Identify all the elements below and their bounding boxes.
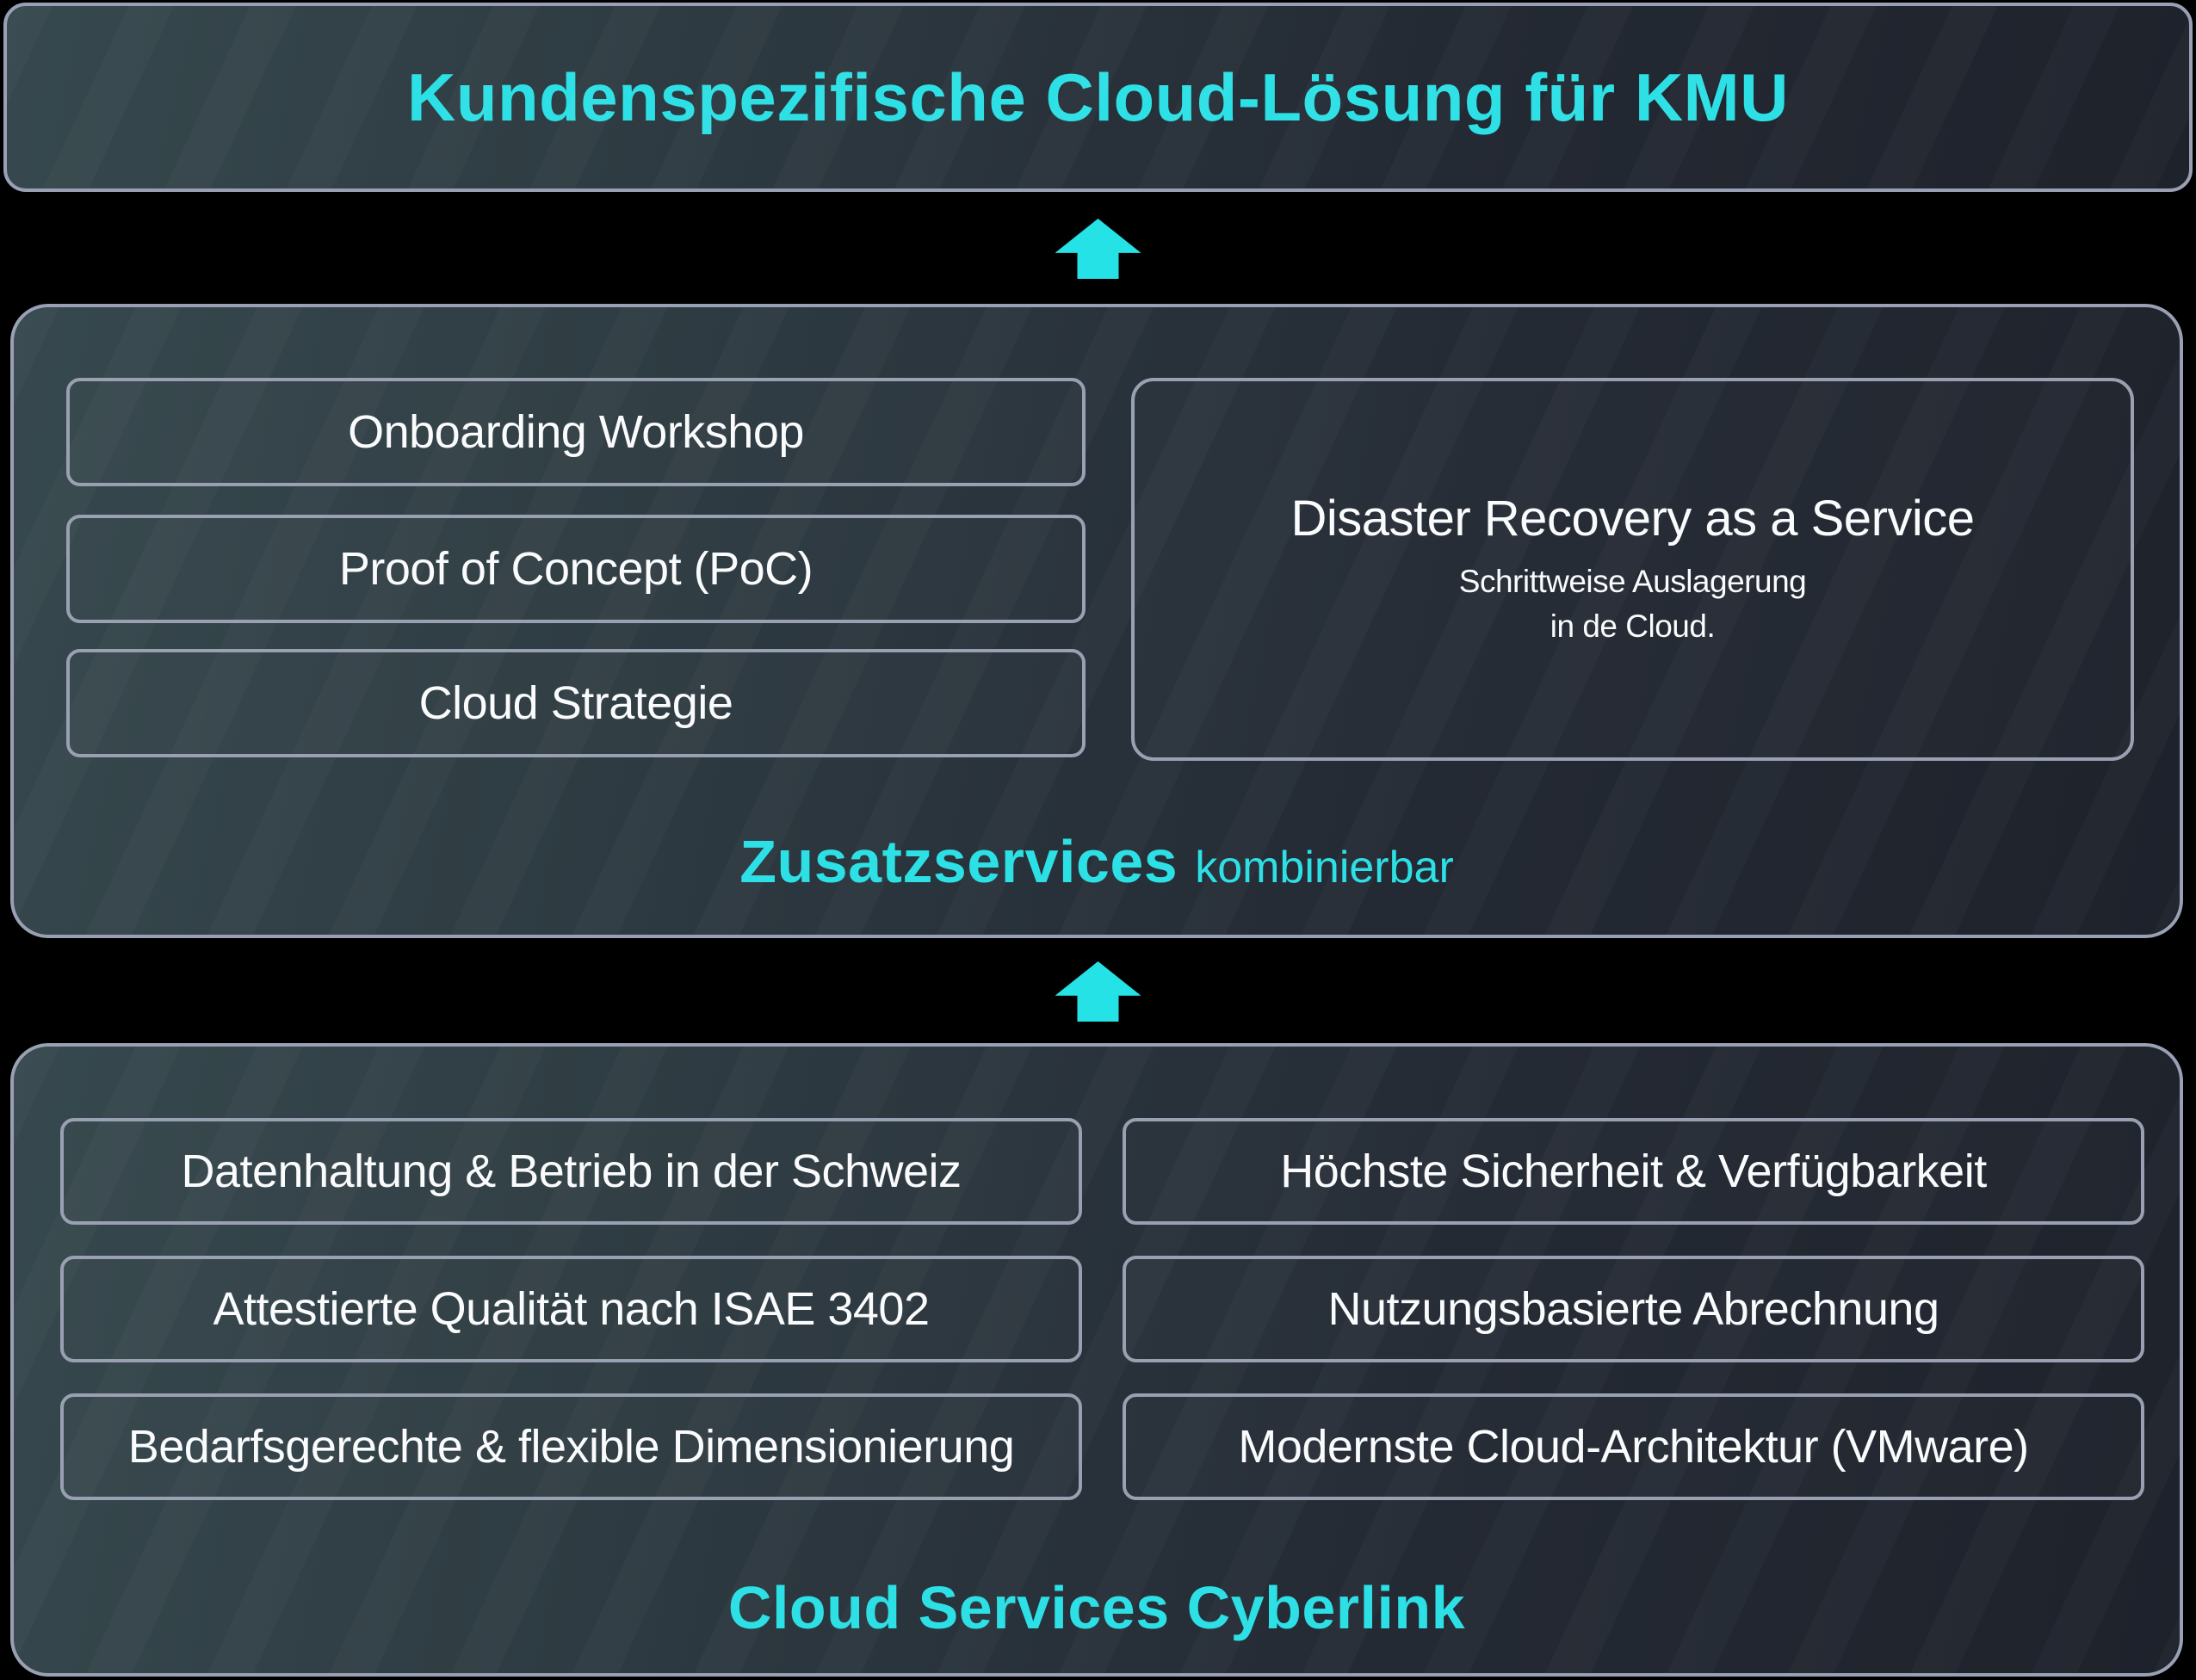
up-arrow-icon: [1055, 961, 1141, 1022]
service-box-proof-of-concept: Proof of Concept (PoC): [66, 515, 1086, 623]
benefit-label: Datenhaltung & Betrieb in der Schweiz: [181, 1146, 962, 1197]
benefit-label: Attestierte Qualität nach ISAE 3402: [213, 1283, 931, 1335]
subtitle-line-1: Schrittweise Auslagerung: [1458, 564, 1807, 600]
benefit-label: Nutzungsbasierte Abrechnung: [1327, 1283, 1940, 1335]
disaster-recovery-box: Disaster Recovery as a Service Schrittwe…: [1131, 378, 2134, 761]
benefit-box-flexible-dimensionierung: Bedarfsgerechte & flexible Dimensionieru…: [60, 1393, 1082, 1500]
caption-bold-text: Zusatzservices: [739, 828, 1178, 895]
service-label: Proof of Concept (PoC): [338, 543, 813, 595]
service-label: Onboarding Workshop: [348, 406, 804, 458]
disaster-recovery-subtitle: Schrittweise Auslagerung in de Cloud.: [1458, 559, 1807, 649]
zusatzservices-panel: Onboarding Workshop Proof of Concept (Po…: [10, 304, 2183, 938]
subtitle-line-2: in de Cloud.: [1550, 608, 1716, 644]
up-arrow-icon: [1055, 219, 1141, 279]
zusatzservices-caption: Zusatzservices kombinierbar: [14, 827, 2180, 896]
benefit-label: Höchste Sicherheit & Verfügbarkeit: [1280, 1146, 1987, 1197]
benefit-box-sicherheit: Höchste Sicherheit & Verfügbarkeit: [1123, 1118, 2144, 1225]
caption-regular-text: kombinierbar: [1195, 843, 1454, 892]
cloud-services-panel: Datenhaltung & Betrieb in der Schweiz At…: [10, 1043, 2183, 1677]
service-box-onboarding-workshop: Onboarding Workshop: [66, 378, 1086, 486]
benefit-box-abrechnung: Nutzungsbasierte Abrechnung: [1123, 1256, 2144, 1362]
cloud-services-caption: Cloud Services Cyberlink: [727, 1574, 1466, 1641]
top-banner: Kundenspezifische Cloud-Lösung für KMU: [3, 3, 2193, 192]
benefit-label: Modernste Cloud-Architektur (VMware): [1238, 1421, 2029, 1473]
benefit-box-datenhaltung: Datenhaltung & Betrieb in der Schweiz: [60, 1118, 1082, 1225]
benefit-box-cloud-architektur: Modernste Cloud-Architektur (VMware): [1123, 1393, 2144, 1500]
service-box-cloud-strategie: Cloud Strategie: [66, 649, 1086, 757]
banner-title: Kundenspezifische Cloud-Lösung für KMU: [407, 59, 1789, 135]
benefit-box-attestierte-qualitaet: Attestierte Qualität nach ISAE 3402: [60, 1256, 1082, 1362]
disaster-recovery-title: Disaster Recovery as a Service: [1290, 491, 1975, 547]
service-label: Cloud Strategie: [418, 677, 733, 729]
benefit-label: Bedarfsgerechte & flexible Dimensionieru…: [127, 1421, 1015, 1473]
